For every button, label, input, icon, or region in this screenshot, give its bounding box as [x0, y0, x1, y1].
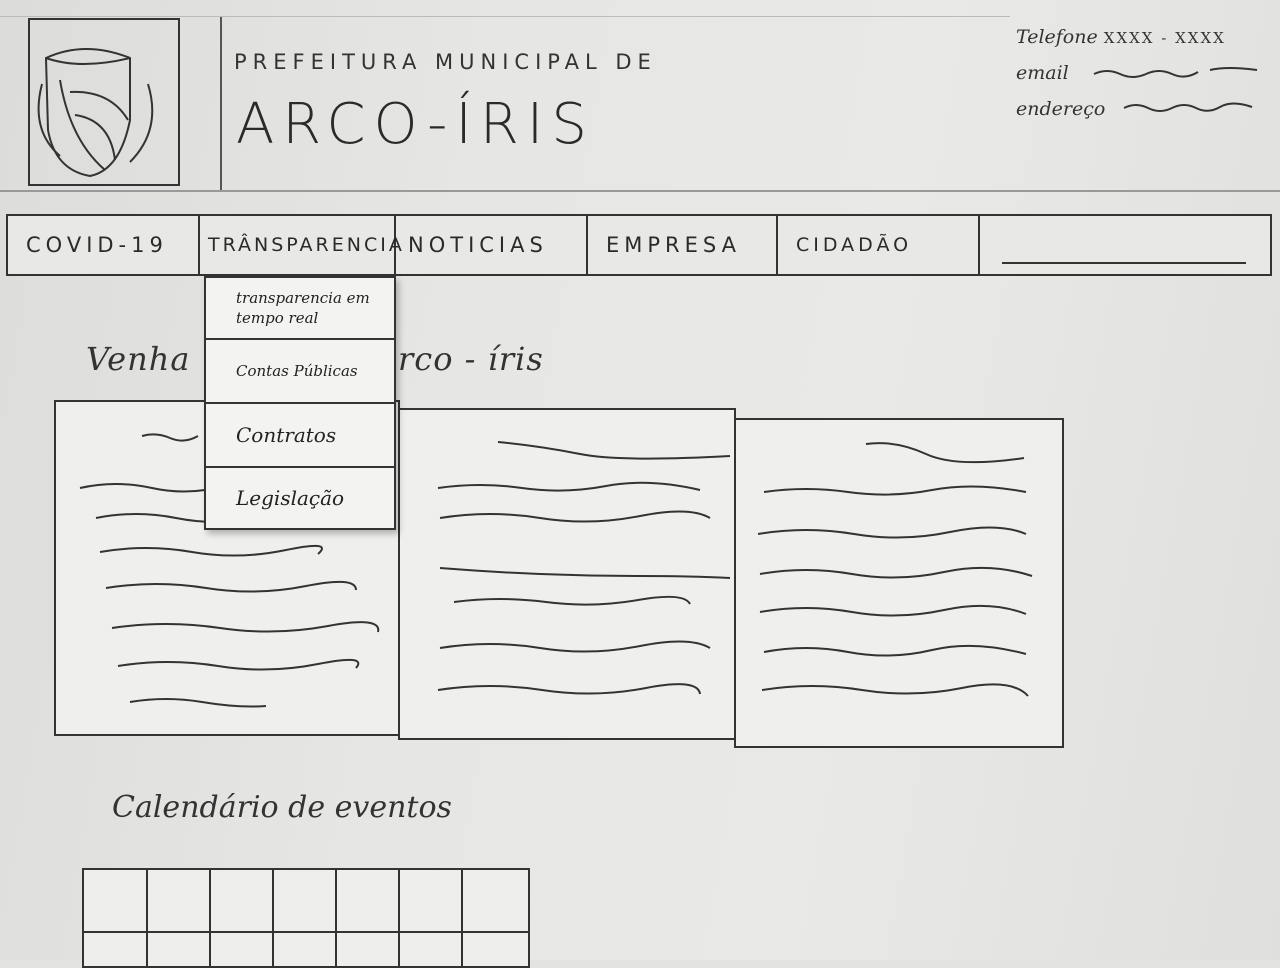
nav-label: EMPRESA [606, 233, 741, 257]
text-scribbles [437, 441, 731, 695]
dropdown-item-label: Legislação [236, 486, 345, 510]
search-input[interactable] [1002, 244, 1246, 264]
nav-item-empresa[interactable]: EMPRESA [588, 216, 778, 274]
address-scribble [1123, 102, 1253, 112]
dropdown-item-label: Contratos [236, 423, 337, 447]
welcome-heading: Venha [86, 340, 190, 378]
nav-item-transparencia[interactable]: TRÂNSPARENCIA [200, 216, 402, 274]
nav-search [980, 216, 1270, 274]
calendar-title: Calendário de eventos [112, 790, 452, 825]
rainbow-coat-of-arms-icon [37, 48, 154, 178]
welcome-text-end: rco - íris [398, 340, 544, 378]
welcome-text-start: Venha [86, 340, 191, 378]
dropdown-item-label: transparencia em tempo real [236, 289, 370, 327]
header-divider-top [0, 16, 1010, 17]
nav-label: CIDADÃO [796, 234, 913, 256]
email-label: email [1016, 62, 1069, 84]
logo[interactable] [28, 18, 180, 186]
contact-phone: Telefone XXXX - XXXX [1016, 26, 1226, 48]
nav-item-cidadao[interactable]: CIDADÃO [778, 216, 980, 274]
nav-label: TRÂNSPARENCIA [208, 234, 405, 256]
nav-label: NOTICIAS [408, 233, 548, 257]
email-scribble [1093, 67, 1258, 78]
contact-email: email [1016, 62, 1069, 84]
dropdown-item-tempo-real[interactable]: transparencia em tempo real [206, 278, 394, 340]
address-label: endereço [1016, 98, 1106, 120]
header-divider-bottom [0, 190, 1280, 192]
phone-label: Telefone [1016, 26, 1098, 48]
transparencia-dropdown: transparencia em tempo real Contas Públi… [204, 276, 396, 530]
phone-value: XXXX - XXXX [1103, 29, 1226, 47]
content-card-3[interactable] [734, 418, 1064, 748]
text-scribbles [757, 442, 1033, 697]
city-name-title: ARCO-ÍRIS [236, 92, 595, 157]
dropdown-item-contratos[interactable]: Contratos [206, 404, 394, 468]
nav-label: COVID-19 [26, 233, 168, 257]
welcome-heading-end: rco - íris [398, 340, 544, 378]
header-divider-vertical [220, 16, 222, 190]
events-calendar[interactable] [82, 868, 530, 968]
dropdown-item-legislacao[interactable]: Legislação [206, 468, 394, 528]
calendar-grid [84, 870, 528, 966]
dropdown-item-label: Contas Públicas [236, 362, 358, 380]
contact-address: endereço [1016, 98, 1105, 120]
nav-item-noticias[interactable]: NOTICIAS [396, 216, 588, 274]
city-hall-subtitle: PREFEITURA MUNICIPAL DE [234, 50, 657, 74]
nav-item-covid[interactable]: COVID-19 [8, 216, 200, 274]
dropdown-item-contas-publicas[interactable]: Contas Públicas [206, 340, 394, 404]
main-nav: COVID-19 TRÂNSPARENCIA NOTICIAS EMPRESA … [6, 214, 1272, 276]
content-card-2[interactable] [398, 408, 736, 740]
